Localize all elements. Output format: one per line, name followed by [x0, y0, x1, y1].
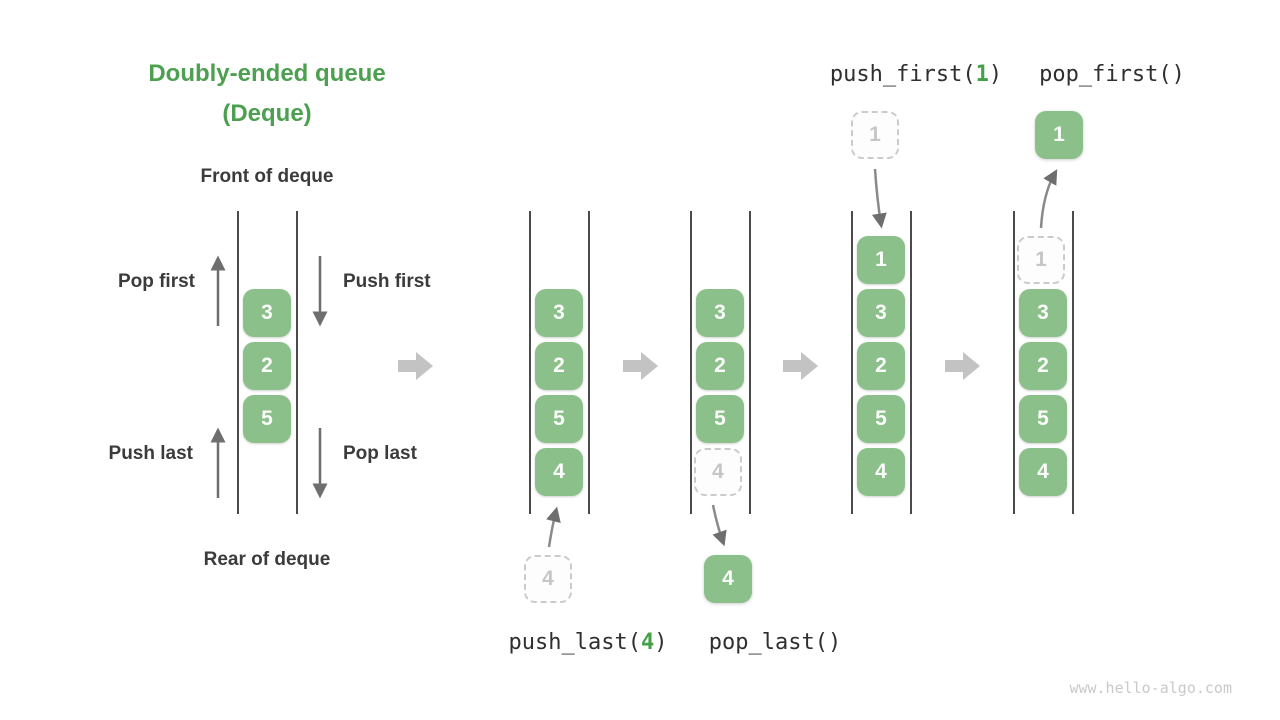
queue-cell: 4 — [857, 448, 905, 496]
queue-rail — [296, 211, 298, 514]
queue-cell: 5 — [243, 395, 291, 443]
queue-rail — [1013, 211, 1015, 514]
queue-rail — [588, 211, 590, 514]
pop-first-op-label: pop_first() — [1039, 62, 1185, 87]
pop-last-label: Pop last — [343, 443, 417, 464]
transition-arrow — [783, 352, 818, 380]
queue-cell: 5 — [857, 395, 905, 443]
push-last-op-label: push_last(4) — [478, 630, 698, 655]
queue-cell: 4 — [535, 448, 583, 496]
rear-of-deque-label: Rear of deque — [203, 549, 331, 570]
queue-state-push-last: 3 2 5 4 — [529, 211, 590, 514]
op-suffix: ) — [654, 630, 668, 655]
queue-cell: 2 — [696, 342, 744, 390]
transition-arrow — [398, 352, 433, 380]
queue-cell: 3 — [243, 289, 291, 337]
queue-cell: 2 — [243, 342, 291, 390]
push-last-insert-arrow — [546, 506, 561, 548]
queue-cell: 4 — [1019, 448, 1067, 496]
queue-state-initial: 3 2 5 — [237, 211, 298, 514]
op-arg: 4 — [640, 630, 655, 655]
diagram-title-line1: Doubly-ended queue — [148, 60, 386, 87]
queue-rail — [237, 211, 239, 514]
push-first-label: Push first — [343, 271, 431, 292]
queue-rail — [690, 211, 692, 514]
pop-last-op-label: pop_last() — [708, 630, 842, 655]
queue-cell: 3 — [696, 289, 744, 337]
queue-cell: 5 — [1019, 395, 1067, 443]
push-first-op-label: push_first(1) — [806, 62, 1026, 87]
queue-cell: 2 — [857, 342, 905, 390]
queue-rail — [910, 211, 912, 514]
op-prefix: push_first( — [829, 62, 976, 87]
queue-cell: 3 — [1019, 289, 1067, 337]
transition-arrow — [945, 352, 980, 380]
transition-arrow — [623, 352, 658, 380]
push-first-insert-arrow — [871, 168, 887, 229]
pop-first-result-item: 1 — [1035, 111, 1083, 159]
op-suffix: ) — [988, 62, 1003, 87]
queue-state-push-first: 1 3 2 5 4 — [851, 211, 912, 514]
queue-cell-ghost: 1 — [1017, 236, 1065, 284]
queue-cell: 1 — [857, 236, 905, 284]
queue-cell: 5 — [696, 395, 744, 443]
queue-cell: 5 — [535, 395, 583, 443]
queue-rail — [749, 211, 751, 514]
queue-state-pop-last: 3 2 5 4 — [690, 211, 751, 514]
queue-cell: 2 — [535, 342, 583, 390]
queue-rail — [851, 211, 853, 514]
watermark: www.hello-algo.com — [1069, 679, 1232, 697]
diagram-title-line2: (Deque) — [222, 100, 312, 127]
queue-cell-ghost: 4 — [694, 448, 742, 496]
push-last-label: Push last — [108, 443, 193, 464]
op-prefix: push_last( — [508, 630, 641, 655]
pop-first-remove-arrow — [1039, 169, 1058, 229]
pop-first-label: Pop first — [117, 271, 195, 292]
op-arg: 1 — [975, 62, 989, 87]
pop-last-remove-arrow — [711, 504, 727, 547]
queue-state-pop-first: 1 3 2 5 4 — [1013, 211, 1074, 514]
queue-rail — [1072, 211, 1074, 514]
queue-cell: 3 — [857, 289, 905, 337]
front-of-deque-label: Front of deque — [200, 166, 334, 187]
queue-rail — [529, 211, 531, 514]
pop-last-result-item: 4 — [704, 555, 752, 603]
queue-cell: 2 — [1019, 342, 1067, 390]
push-first-operand-ghost: 1 — [851, 111, 899, 159]
push-last-operand-ghost: 4 — [524, 555, 572, 603]
queue-cell: 3 — [535, 289, 583, 337]
